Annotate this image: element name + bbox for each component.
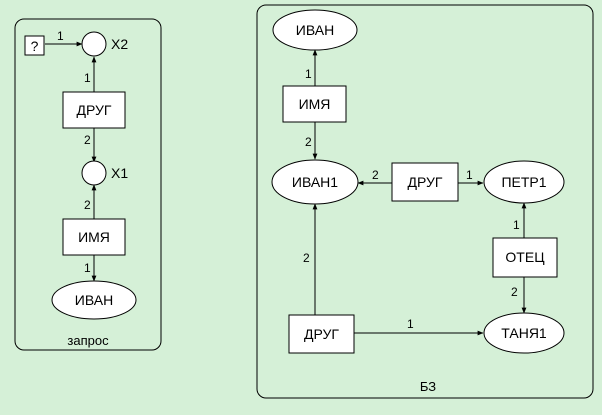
query-node-x1-label: X1 [111, 165, 128, 181]
query-node-imya-label: ИМЯ [78, 229, 110, 245]
query-node-x1[interactable] [81, 160, 107, 186]
kb-edge-label: 2 [305, 135, 312, 149]
query-node-ivan-label: ИВАН [75, 292, 113, 308]
kb-edge-label: 1 [407, 317, 414, 331]
query-edge-label: 2 [84, 198, 91, 212]
query-panel: запрос 1 1 2 2 1 ? X2 ДРУГ X1 ИМЯ ИВАН [14, 18, 162, 351]
kb-edge-label: 2 [303, 251, 310, 265]
kb-node-imya-label: ИМЯ [299, 96, 331, 112]
query-panel-title: запрос [67, 333, 109, 348]
kb-node-drug-bottom-label: ДРУГ [304, 326, 339, 342]
kb-panel-title: БЗ [420, 379, 436, 394]
kb-node-otets-label: ОТЕЦ [505, 249, 545, 265]
query-node-ivan[interactable] [51, 280, 137, 320]
kb-edge-label: 1 [513, 218, 520, 232]
query-node-imya[interactable] [62, 218, 126, 256]
kb-node-tanya1[interactable] [483, 312, 565, 354]
kb-edge-label: 1 [466, 168, 473, 182]
kb-edge-label: 2 [372, 168, 379, 182]
kb-panel-frame [256, 4, 594, 399]
query-node-drug-label: ДРУГ [77, 102, 112, 118]
kb-node-petr1[interactable] [483, 160, 565, 204]
query-edge-label: 1 [84, 261, 91, 275]
kb-node-ivan[interactable] [272, 9, 358, 51]
query-edge-label: 1 [84, 71, 91, 85]
kb-edge-label: 2 [511, 285, 518, 299]
kb-node-drug-mid-label: ДРУГ [408, 174, 443, 190]
kb-node-ivan1-label: ИВАН1 [292, 174, 338, 190]
query-node-drug[interactable] [62, 91, 126, 129]
kb-node-imya[interactable] [282, 85, 347, 123]
query-panel-frame [14, 18, 162, 351]
query-edge-label: 1 [57, 29, 64, 43]
kb-edge-label: 1 [305, 67, 312, 81]
kb-node-drug-bottom[interactable] [288, 314, 355, 354]
kb-node-ivan1[interactable] [271, 159, 359, 205]
query-node-question-label: ? [31, 38, 39, 54]
query-edge-label: 2 [84, 133, 91, 147]
kb-node-drug-mid[interactable] [391, 162, 459, 202]
kb-node-tanya1-label: ТАНЯ1 [501, 325, 547, 341]
query-node-x2-label: X2 [111, 36, 128, 52]
query-node-x2[interactable] [81, 31, 107, 57]
query-node-question[interactable] [24, 35, 45, 56]
kb-node-otets[interactable] [492, 237, 558, 278]
kb-node-petr1-label: ПЕТР1 [501, 174, 546, 190]
kb-panel: БЗ 1 2 2 1 1 2 2 1 ИВАН ИМЯ ИВАН1 ДРУГ П… [256, 4, 594, 399]
kb-node-ivan-label: ИВАН [296, 22, 334, 38]
